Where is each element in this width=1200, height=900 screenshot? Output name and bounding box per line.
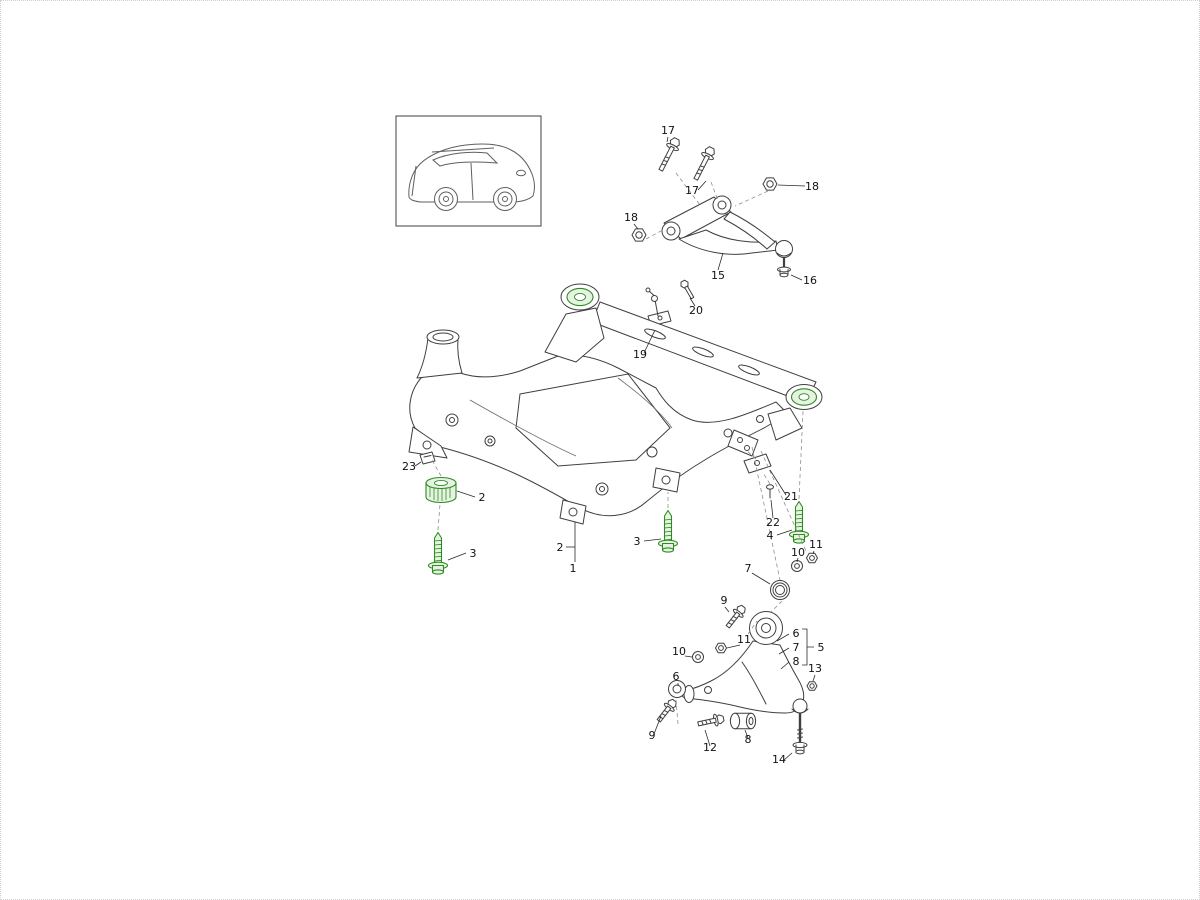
callout-3-a[interactable]: 3 <box>470 547 477 560</box>
bolt-3-left[interactable] <box>427 531 449 575</box>
subframe-left-tower <box>416 337 463 379</box>
nut-18-right <box>762 177 778 191</box>
callout-2-a[interactable]: 2 <box>479 491 486 504</box>
clip-23 <box>419 451 436 465</box>
callout-17-b[interactable]: 17 <box>685 184 699 197</box>
assembly-dashed-lines <box>431 172 807 725</box>
callout-22[interactable]: 22 <box>766 516 780 529</box>
callout-5[interactable]: 5 <box>818 641 825 654</box>
subframe-bushing-left[interactable] <box>566 287 594 307</box>
bushing-8 <box>729 712 757 730</box>
nut-16 <box>777 266 791 278</box>
subframe-right-mount-arm <box>767 407 803 441</box>
callout-20[interactable]: 20 <box>689 304 703 317</box>
callout-14[interactable]: 14 <box>772 753 786 766</box>
bushing-2[interactable] <box>425 476 457 504</box>
callout-9-b[interactable]: 9 <box>649 729 656 742</box>
callout-8-b[interactable]: 8 <box>745 733 752 746</box>
bushing-7 <box>770 580 790 600</box>
bolt-20 <box>680 279 695 300</box>
bolt-17-b <box>693 146 715 181</box>
nut-11-top <box>806 552 818 564</box>
car-door-line <box>470 162 474 201</box>
subframe-bushing-right[interactable] <box>790 388 818 406</box>
callout-6-b[interactable]: 6 <box>673 670 680 683</box>
washer-10-top <box>791 560 803 572</box>
bolt-3-middle[interactable] <box>657 509 679 553</box>
car-rear-wheel <box>434 187 458 211</box>
callout-18-a[interactable]: 18 <box>805 180 819 193</box>
nut-18-left <box>631 228 647 242</box>
group-bracket-5 <box>802 628 814 666</box>
callout-11-b[interactable]: 11 <box>737 633 751 646</box>
callout-8-a[interactable]: 8 <box>793 655 800 668</box>
callout-7-b[interactable]: 7 <box>793 641 800 654</box>
callout-6-a[interactable]: 6 <box>793 627 800 640</box>
bolt-9-bottom <box>656 698 677 723</box>
callout-10-b[interactable]: 10 <box>672 645 686 658</box>
bolt-4[interactable] <box>788 500 810 544</box>
callout-7-a[interactable]: 7 <box>745 562 752 575</box>
callout-15[interactable]: 15 <box>711 269 725 282</box>
callout-3-b[interactable]: 3 <box>634 535 641 548</box>
nut-11-mid <box>715 642 727 654</box>
lower-control-arm-assembly <box>656 552 818 755</box>
car-thumbnail <box>395 115 542 227</box>
callout-2-b[interactable]: 2 <box>557 541 564 554</box>
car-glasshouse <box>432 151 499 167</box>
screw-22 <box>766 484 774 499</box>
callout-13[interactable]: 13 <box>808 662 822 675</box>
bolt-9-top <box>725 604 746 629</box>
callout-11-a[interactable]: 11 <box>809 538 823 551</box>
callout-19[interactable]: 19 <box>633 348 647 361</box>
bushing-6 <box>668 680 686 698</box>
subframe-left-mount-arm <box>544 307 605 363</box>
upper-control-arm-assembly <box>631 137 793 327</box>
callout-12[interactable]: 12 <box>703 741 717 754</box>
car-front-wheel <box>493 187 517 211</box>
callout-16[interactable]: 16 <box>803 274 817 287</box>
washer-10-mid <box>692 651 704 663</box>
bolt-17-a <box>658 137 680 172</box>
callout-10-a[interactable]: 10 <box>791 546 805 559</box>
callout-1[interactable]: 1 <box>570 562 577 575</box>
car-headlight <box>516 169 526 177</box>
subframe-center-opening <box>515 373 671 467</box>
subframe <box>408 283 823 525</box>
callout-23[interactable]: 23 <box>402 460 416 473</box>
leader-lines <box>414 136 816 761</box>
nut-14 <box>792 741 808 755</box>
lower-control-arm <box>681 640 805 714</box>
nut-13 <box>806 681 818 691</box>
callout-4[interactable]: 4 <box>767 529 774 542</box>
callout-labels: 17 17 18 18 15 16 20 19 23 2 3 3 2 1 4 2… <box>402 124 825 766</box>
bolt-12 <box>697 713 725 727</box>
bracket-21 <box>743 453 772 474</box>
car-roof-rail <box>431 147 495 153</box>
callout-9-a[interactable]: 9 <box>721 594 728 607</box>
callout-18-b[interactable]: 18 <box>624 211 638 224</box>
car-rear-line <box>411 165 417 197</box>
upper-ball-joint <box>775 240 793 258</box>
car-box-frame <box>395 115 542 227</box>
callout-21[interactable]: 21 <box>784 490 798 503</box>
upper-control-arm <box>661 195 793 267</box>
callout-17-a[interactable]: 17 <box>661 124 675 137</box>
subframe-right-bracket <box>727 429 759 457</box>
